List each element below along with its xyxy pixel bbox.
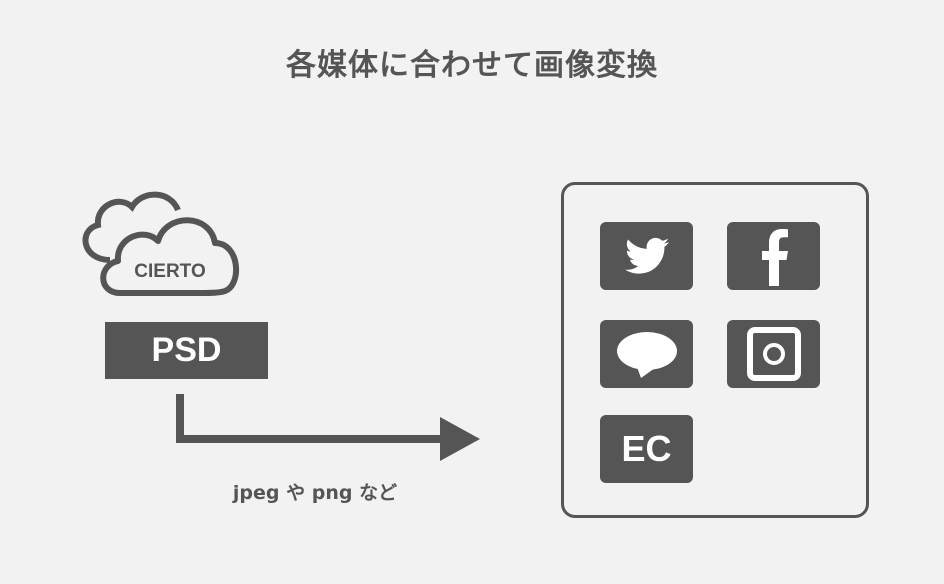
conversion-label: jpeg や png など bbox=[232, 482, 398, 504]
cloud-icon: CIERTO bbox=[82, 191, 240, 296]
diagram-title: 各媒体に合わせて画像変換 bbox=[286, 48, 658, 83]
cloud-label: CIERTO bbox=[134, 261, 205, 282]
instagram-icon bbox=[746, 327, 801, 381]
psd-label: PSD bbox=[151, 331, 222, 369]
facebook-icon bbox=[761, 229, 788, 286]
instagram-tile bbox=[727, 320, 820, 388]
conversion-arrow bbox=[176, 394, 480, 461]
facebook-tile bbox=[727, 222, 820, 290]
psd-file-box: PSD bbox=[105, 322, 268, 379]
ec-icon: EC bbox=[621, 428, 672, 469]
twitter-icon bbox=[624, 237, 669, 274]
line-tile bbox=[600, 320, 693, 388]
ec-tile: EC bbox=[600, 415, 693, 483]
target-media-panel bbox=[561, 182, 869, 518]
line-icon bbox=[616, 332, 677, 378]
twitter-tile bbox=[600, 222, 693, 290]
